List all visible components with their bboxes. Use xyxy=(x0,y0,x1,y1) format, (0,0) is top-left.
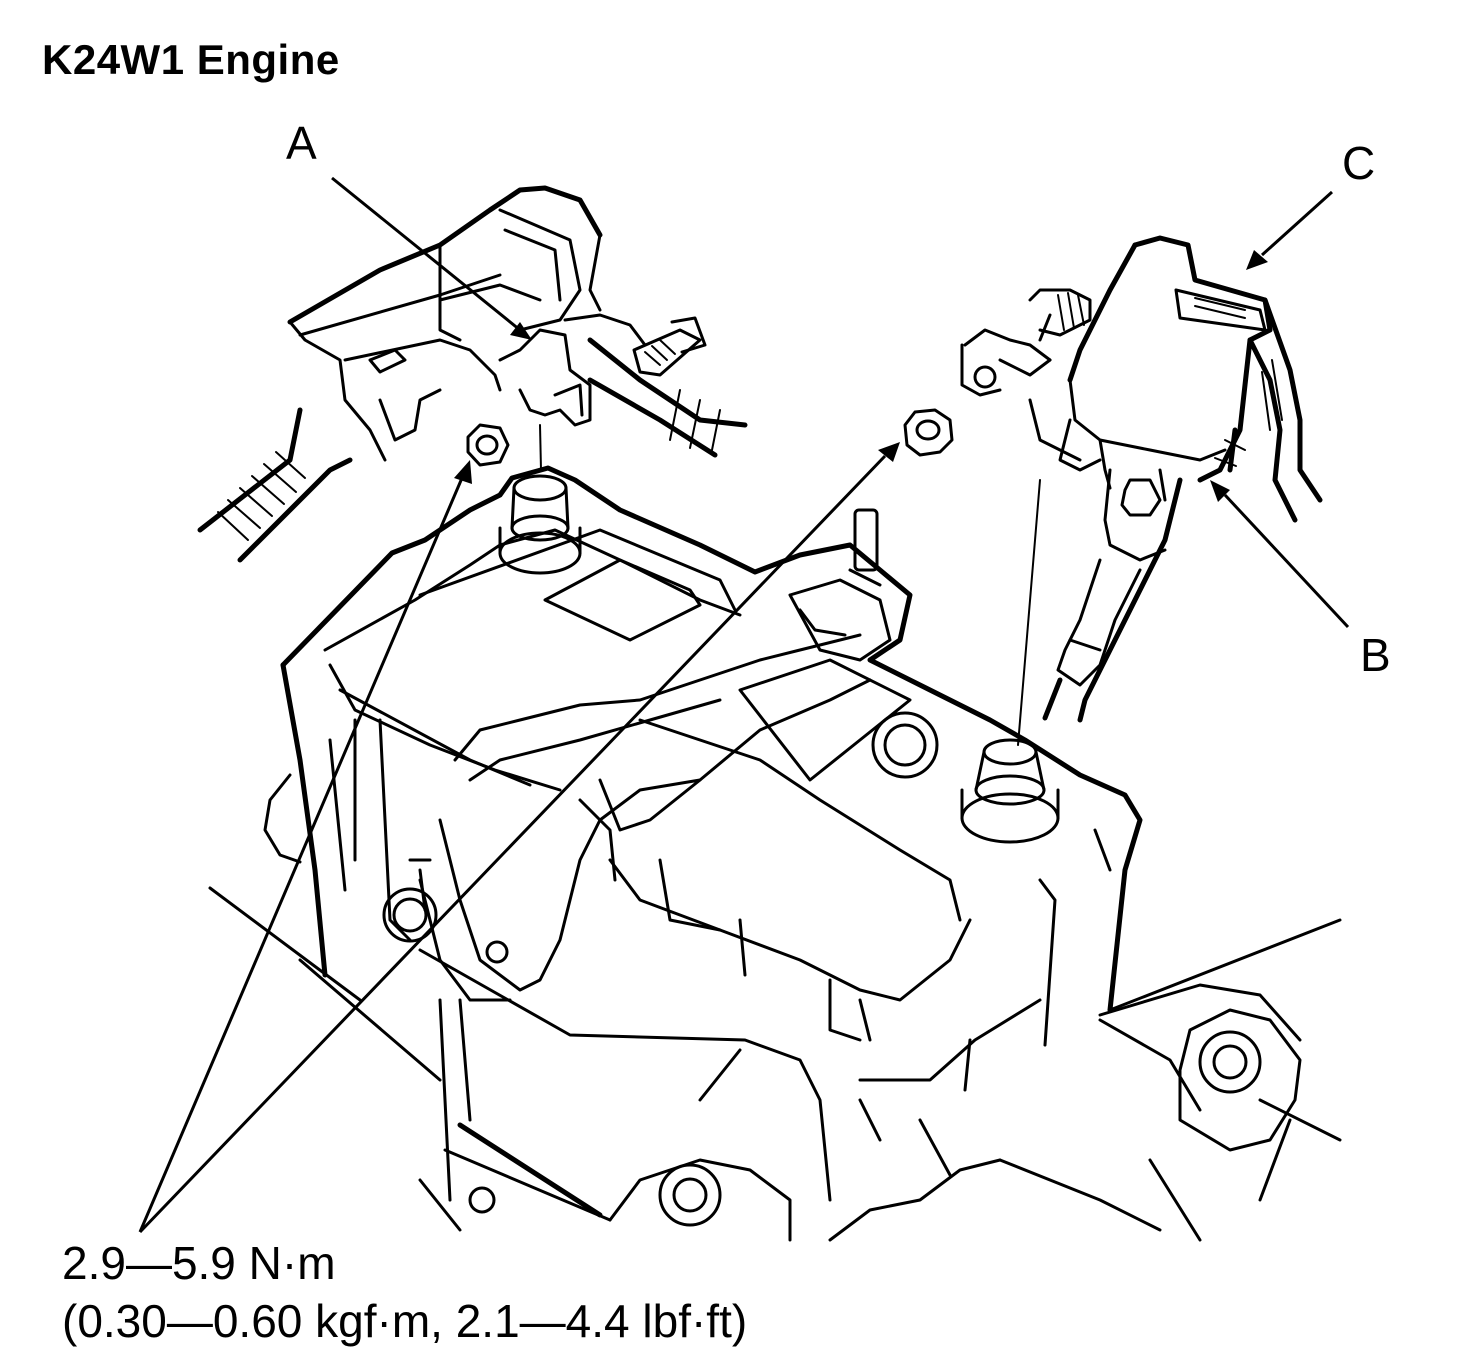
positive-cable-terminal xyxy=(903,235,1323,746)
torque-spec-metric: 2.9—5.9 N·m xyxy=(62,1237,336,1289)
arrow-torque-b xyxy=(878,442,900,462)
torque-spec-alternate: (0.30—0.60 kgf·m, 2.1—4.4 lbf·ft) xyxy=(62,1295,748,1347)
callout-label-b: B xyxy=(1360,629,1391,681)
leader-c xyxy=(1260,190,1334,257)
arrow-c xyxy=(1246,250,1268,270)
leader-b xyxy=(1223,493,1350,629)
negative-cable-terminal xyxy=(197,185,748,563)
callout-label-a: A xyxy=(286,117,317,169)
arrow-b xyxy=(1210,480,1230,502)
positive-terminal-post xyxy=(960,738,1060,844)
leader-lines xyxy=(138,176,1350,1234)
callout-label-c: C xyxy=(1342,137,1376,189)
arrow-torque-a xyxy=(454,460,472,484)
leader-torque-b xyxy=(138,454,887,1234)
engine-bay-structure xyxy=(208,886,1342,1242)
page-title: K24W1 Engine xyxy=(42,36,340,83)
negative-terminal-post xyxy=(498,474,582,575)
leader-torque-a xyxy=(138,477,464,1233)
arrow-a xyxy=(510,322,532,340)
battery xyxy=(263,465,1143,1202)
leader-a xyxy=(331,176,521,332)
